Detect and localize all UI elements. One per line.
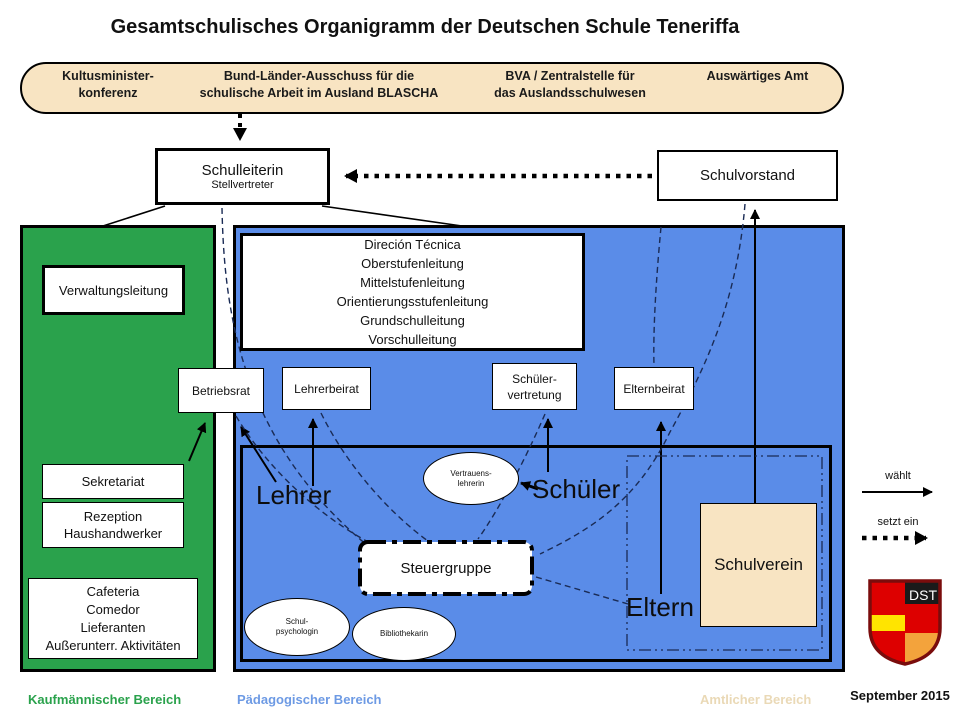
dashed-schulvorstand-to-elternbeirat xyxy=(653,226,662,367)
sekretariat-box: Sekretariat xyxy=(42,464,184,499)
elternbeirat-box: Elternbeirat xyxy=(614,367,694,410)
dst-shield-logo: DST xyxy=(868,579,942,666)
lehrer-label: Lehrer xyxy=(256,480,332,510)
verwaltungsleitung-box: Verwaltungsleitung xyxy=(42,265,185,315)
dashed-schulvorstand-to-steuergruppe xyxy=(539,203,746,555)
betriebsrat-box: Betriebsrat xyxy=(178,368,264,413)
auswaertiges-amt-label: Auswärtiges Amt xyxy=(706,69,809,83)
paedagogischer-bereich-label: Pädagogischer Bereich xyxy=(237,692,382,707)
setzt-ein-arrow-sample xyxy=(862,531,928,545)
bva-zentralstelle-label: BVA / Zentralstelle für das Auslandsschu… xyxy=(494,69,646,100)
ministries-bar xyxy=(20,62,844,114)
amtlicher-bereich-label: Amtlicher Bereich xyxy=(700,692,812,707)
waehlt-legend-label: wählt xyxy=(885,470,911,482)
steuergruppe-box: Steuergruppe xyxy=(400,559,492,577)
schulverein-box: Schulverein xyxy=(700,503,817,627)
arrow-schueler-to-vertrauenslehrerin xyxy=(520,481,539,491)
kaufmaennischer-bereich-label: Kaufmännischer Bereich xyxy=(28,692,182,707)
schulleiterin-subtitle: Stellvertreter xyxy=(211,179,274,191)
schulleiterin-box: Schulleiterin Stellvertreter xyxy=(155,148,330,205)
lehrerbeirat-box: Lehrerbeirat xyxy=(282,367,371,410)
dst-logo-text: DST xyxy=(909,587,937,603)
page-title: Gesamtschulisches Organigramm der Deutsc… xyxy=(110,16,740,38)
dashed-steuergruppe-to-eltern xyxy=(535,576,629,605)
rezeption-haushandwerker-box: Rezeption Haushandwerker xyxy=(42,502,184,548)
bund-laender-ausschuss-label: Bund-Länder-Ausschuss für die schulische… xyxy=(199,69,439,100)
setzt-ein-legend-label: setzt ein xyxy=(877,516,919,528)
schulvorstand-box: Schulvorstand xyxy=(657,150,838,201)
schulleiterin-title: Schulleiterin xyxy=(201,162,284,179)
direccion-tecnica-box: Direción Técnica Oberstufenleitung Mitte… xyxy=(240,233,585,351)
dashed-betriebsrat-to-steuergruppe xyxy=(235,415,373,545)
waehlt-arrow-sample xyxy=(862,487,933,497)
vertrauenslehrerin-ellipse: Vertrauens- lehrerin xyxy=(423,452,519,505)
schueler-label: Schüler xyxy=(532,474,621,504)
steuergruppe-frame xyxy=(358,540,534,596)
kultusministerkonferenz-label: Kultusminister- konferenz xyxy=(62,69,154,100)
line-schulleiterin-to-green-panel xyxy=(102,205,166,227)
cafeteria-box: Cafeteria Comedor Lieferanten Außerunter… xyxy=(28,578,198,659)
schulpsychologin-ellipse: Schul- psychologin xyxy=(244,598,350,656)
schuelervertretung-box: Schüler- vertretung xyxy=(492,363,577,410)
arrow-sekretariat-to-betriebsrat xyxy=(188,422,207,462)
eltern-label: Eltern xyxy=(626,592,694,622)
eltern-schulverein-region xyxy=(626,455,823,651)
arrow-lehrer-to-betriebsrat xyxy=(240,426,277,483)
bibliothekarin-ellipse: Bibliothekarin xyxy=(352,607,456,661)
school-community-inner-box xyxy=(240,445,832,662)
dashed-lehrerbeirat-to-steuergruppe xyxy=(320,412,429,542)
line-schulleiterin-to-blue-panel xyxy=(321,205,463,227)
date-label: September 2015 xyxy=(850,688,950,703)
